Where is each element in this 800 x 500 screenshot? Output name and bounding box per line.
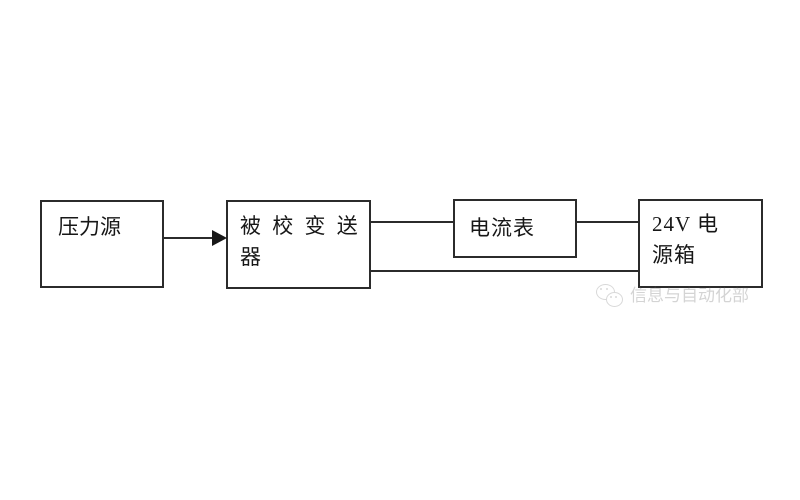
- block-pressure-source-label: 压力源: [58, 215, 121, 239]
- block-pressure-source: 压力源: [40, 200, 164, 288]
- block-transmitter-under-calibration-label: 被 校 变 送 器: [240, 214, 361, 269]
- block-power-supply-box-24v-label: 24V 电 源箱: [652, 212, 720, 267]
- block-ammeter: 电流表: [453, 199, 577, 258]
- arrow-right-icon: [212, 230, 227, 246]
- connector-transmitter-to-ammeter: [370, 221, 454, 223]
- wechat-logo-icon: [596, 283, 624, 309]
- block-transmitter-under-calibration: 被 校 变 送 器: [226, 200, 371, 289]
- watermark-text: 信息与自动化部: [630, 286, 749, 306]
- connector-pressure-source-to-transmitter: [163, 237, 215, 239]
- block-ammeter-label: 电流表: [469, 216, 535, 240]
- block-power-supply-box-24v: 24V 电 源箱: [638, 199, 763, 288]
- connector-ammeter-to-power-supply: [576, 221, 639, 223]
- connector-transmitter-to-power-supply: [370, 270, 639, 272]
